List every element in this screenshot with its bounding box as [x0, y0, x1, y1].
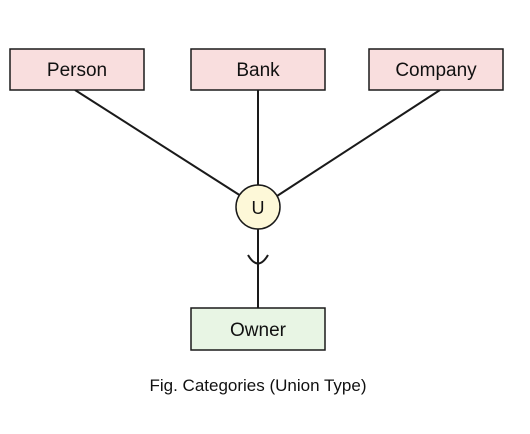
connector-company-union: [276, 89, 441, 197]
entity-owner-box: [190, 307, 326, 351]
figure-caption: Fig. Categories (Union Type): [149, 376, 366, 395]
entity-company-label: Company: [395, 60, 477, 81]
entity-owner: Owner: [190, 307, 326, 351]
union-node: U: [235, 184, 281, 230]
entity-bank: Bank: [190, 48, 326, 91]
connector-person-union: [74, 89, 242, 197]
union-symbol: U: [252, 198, 265, 218]
entity-bank-box: [190, 48, 326, 91]
subset-symbol: [247, 254, 269, 265]
entity-person-label: Person: [47, 60, 107, 81]
entity-owner-label: Owner: [230, 320, 287, 341]
entity-person: Person: [9, 48, 145, 91]
entity-company: Company: [368, 48, 504, 91]
entity-person-box: [9, 48, 145, 91]
union-circle: [235, 184, 281, 230]
entity-bank-label: Bank: [236, 60, 280, 81]
entity-company-box: [368, 48, 504, 91]
